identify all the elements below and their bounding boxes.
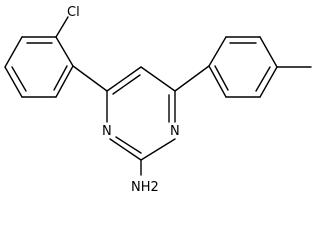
chloro-bond bbox=[55, 16, 69, 38]
chlorine-label: Cl bbox=[67, 5, 80, 20]
amine-label: NH2 bbox=[131, 180, 159, 195]
nitrogen-label-right: N bbox=[170, 124, 180, 139]
pyrimidine-ring bbox=[106, 66, 176, 161]
aryl-link-right bbox=[174, 65, 210, 92]
chlorophenyl-ring bbox=[4, 36, 74, 98]
aryl-link-left bbox=[72, 65, 108, 92]
nitrogen-label-left: N bbox=[102, 124, 112, 139]
structure-canvas: Cl N N NH2 bbox=[4, 5, 312, 195]
molecule-drawing: Cl N N NH2 bbox=[4, 5, 312, 195]
tolyl-ring bbox=[208, 36, 278, 98]
